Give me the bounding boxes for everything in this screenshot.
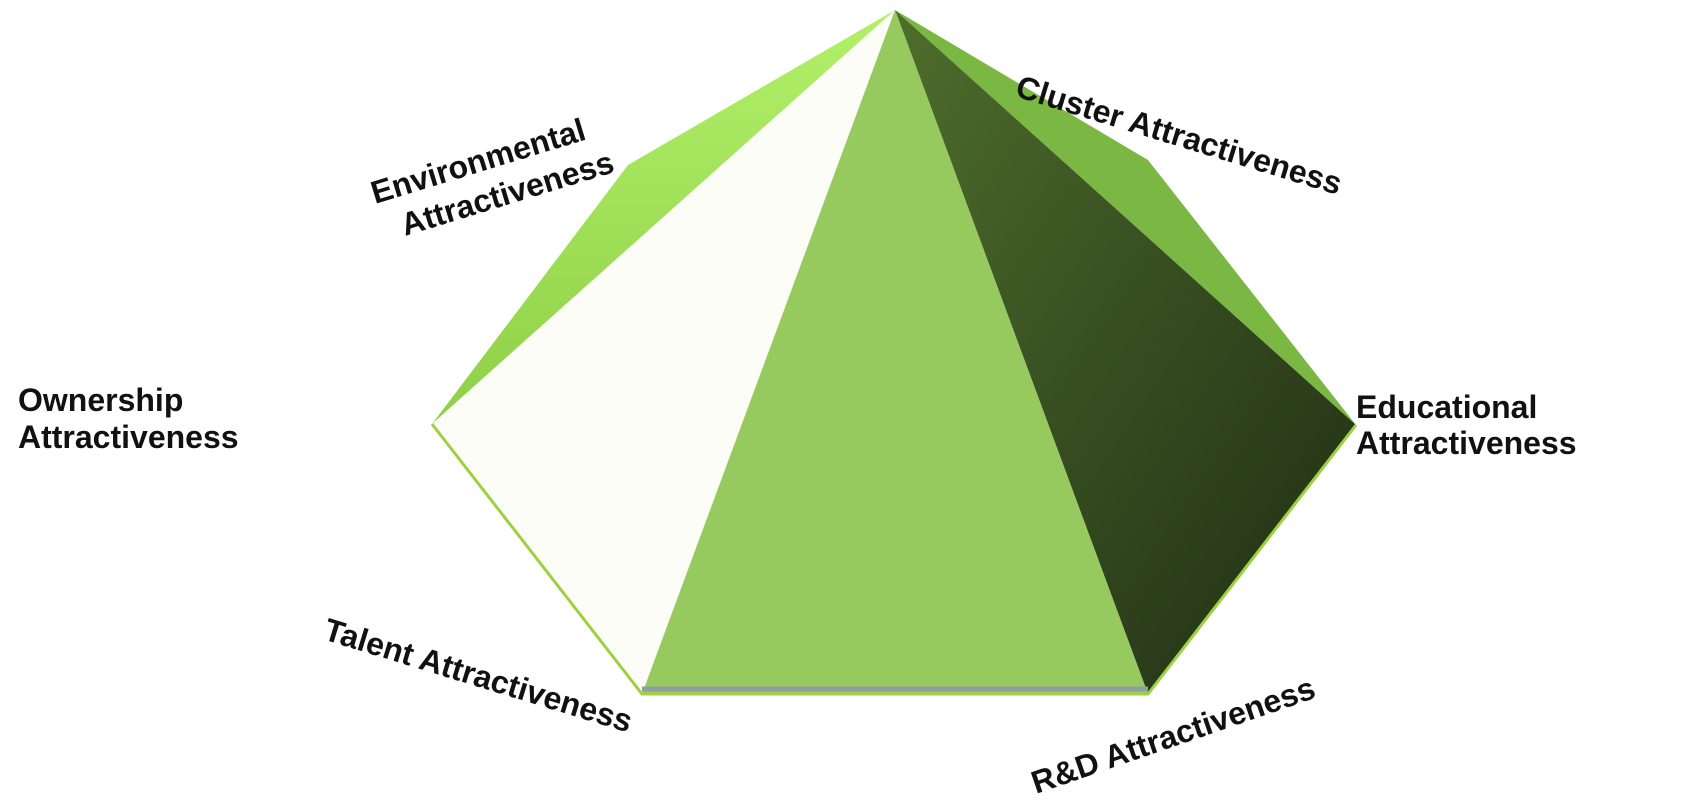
educational-face — [895, 10, 1356, 694]
ownership-face — [432, 10, 895, 694]
ownership-label-line2: Attractiveness — [18, 419, 239, 455]
ownership-label-line1: Ownership — [18, 382, 183, 418]
educational-label-line1: Educational — [1356, 389, 1537, 425]
base-outline — [430, 423, 1358, 696]
talent-label: Talent Attractiveness — [320, 611, 637, 739]
educational-label-line2: Attractiveness — [1356, 425, 1577, 461]
front-face — [642, 10, 1148, 694]
